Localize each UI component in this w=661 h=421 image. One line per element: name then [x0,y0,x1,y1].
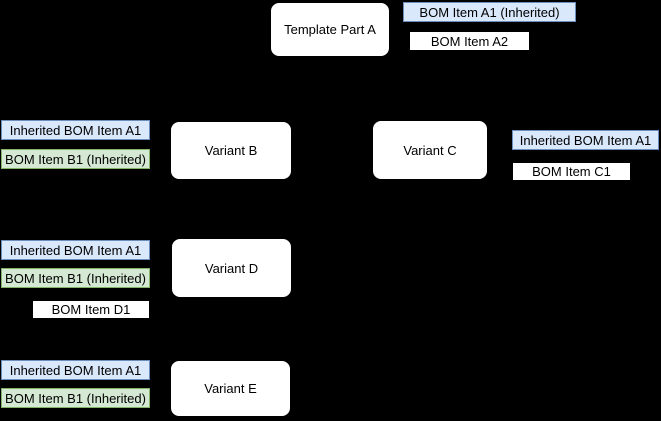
node-variant-b: Variant B [170,121,292,180]
node-variant-e-label: Variant E [204,381,257,396]
bom-item-a2-label: BOM Item A2 [409,31,530,51]
variant-d-bom-b1-inherited-label: BOM Item B1 (Inherited) [1,268,150,288]
bom-item-a2-text: BOM Item A2 [430,33,509,49]
node-variant-b-label: Variant B [204,143,258,158]
variant-e-inherited-bom-a1-text: Inherited BOM Item A1 [9,362,142,378]
bom-item-a1-inherited-label: BOM Item A1 (Inherited) [403,2,576,22]
node-variant-c-label: Variant C [403,142,457,158]
variant-d-inherited-bom-a1-label: Inherited BOM Item A1 [1,240,150,260]
variant-e-bom-b1-inherited-label: BOM Item B1 (Inherited) [1,388,150,408]
variant-c-inherited-bom-a1-label: Inherited BOM Item A1 [512,130,659,150]
variant-e-bom-b1-inherited-text: BOM Item B1 (Inherited) [5,390,146,406]
variant-e-inherited-bom-a1-label: Inherited BOM Item A1 [1,360,150,380]
variant-c-inherited-bom-a1-text: Inherited BOM Item A1 [519,132,652,148]
node-variant-d-label: Variant D [204,260,259,276]
variant-c-bom-c1-label: BOM Item C1 [512,162,631,181]
variant-d-inherited-bom-a1-text: Inherited BOM Item A1 [9,242,142,258]
node-template-part-a-label: Template Part A [284,22,376,37]
variant-b-bom-b1-inherited-text: BOM Item B1 (Inherited) [5,151,146,167]
node-template-part-a: Template Part A [270,2,390,57]
variant-b-inherited-bom-a1-label: Inherited BOM Item A1 [1,120,150,140]
node-variant-e: Variant E [170,360,291,417]
variant-b-bom-b1-inherited-label: BOM Item B1 (Inherited) [1,149,150,169]
variant-b-inherited-bom-a1-text: Inherited BOM Item A1 [9,122,142,138]
variant-d-bom-d1-label: BOM Item D1 [32,300,150,319]
node-variant-d: Variant D [171,238,292,298]
variant-c-bom-c1-text: BOM Item C1 [532,164,611,179]
variant-d-bom-b1-inherited-text: BOM Item B1 (Inherited) [5,270,146,286]
bom-item-a1-inherited-text: BOM Item A1 (Inherited) [419,4,560,20]
variant-d-bom-d1-text: BOM Item D1 [51,302,131,317]
node-variant-c: Variant C [372,120,488,180]
